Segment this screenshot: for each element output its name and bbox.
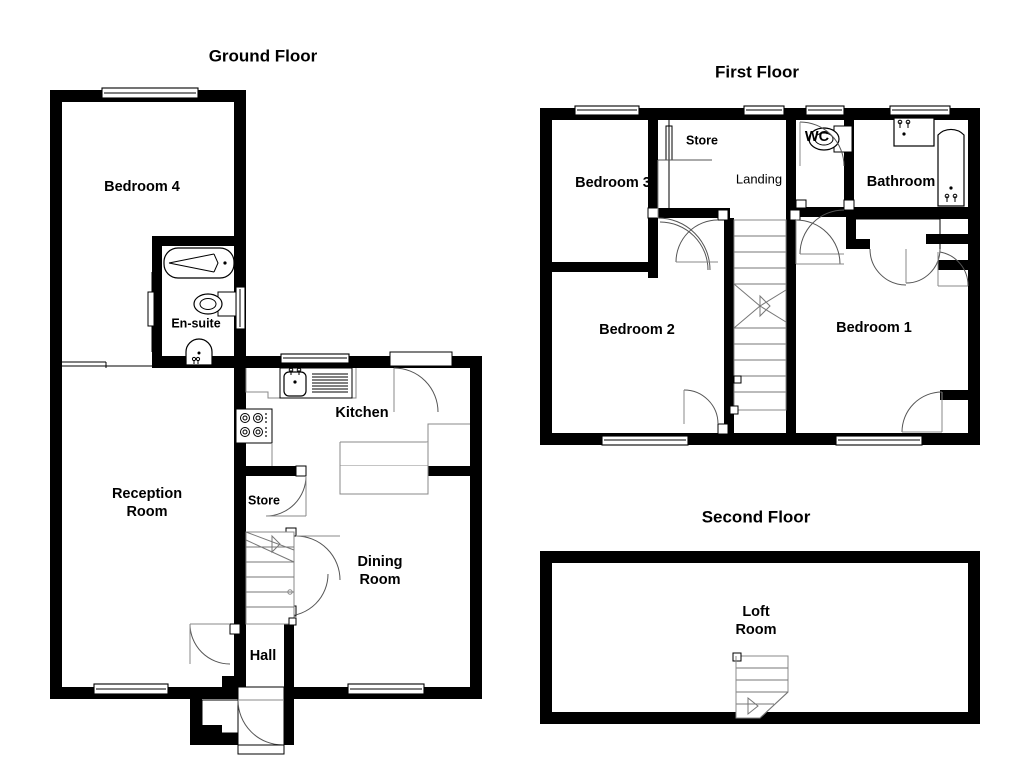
room-label-dining-line1: Dining — [357, 554, 402, 570]
window-reception — [93, 683, 169, 695]
window-bedroom2 — [601, 435, 689, 446]
room-label-bedroom-4: Bedroom 4 — [104, 179, 180, 195]
window-bedroom3 — [574, 105, 640, 116]
window-landing — [743, 105, 785, 116]
store-door-ground — [265, 465, 307, 517]
room-label-store-ground: Store — [248, 493, 280, 507]
room-label-bedroom-3: Bedroom 3 — [575, 175, 651, 191]
kitchen-door — [389, 351, 453, 413]
bath-icon-bathroom — [937, 128, 965, 207]
room-label-hall: Hall — [250, 648, 277, 664]
staircase-first — [729, 219, 787, 415]
room-label-en-suite: En-suite — [171, 316, 220, 330]
hob-icon — [235, 408, 273, 444]
kitchen-fixtures — [235, 351, 470, 495]
ground-floor-walls — [50, 90, 482, 745]
room-label-reception-line2: Room — [126, 504, 167, 520]
room-label-reception-line1: Reception — [112, 486, 182, 502]
room-label-loft-line1: Loft — [742, 604, 770, 620]
room-label-dining-line2: Room — [359, 572, 400, 588]
room-label-wc: WC — [805, 129, 830, 145]
ground-floor-windows — [93, 87, 425, 695]
window-ensuite — [235, 286, 246, 330]
window-bedroom4 — [101, 87, 199, 99]
room-label-loft-line2: Room — [735, 622, 776, 638]
second-floor-title: Second Floor — [702, 507, 811, 526]
first-floor-plan: First Floor — [540, 62, 980, 446]
sink-icon — [279, 367, 353, 399]
room-label-kitchen: Kitchen — [335, 405, 388, 421]
staircase-loft — [732, 652, 789, 719]
bedroom3-door — [647, 159, 712, 271]
window-kitchen — [280, 353, 350, 364]
bedroom1-door — [789, 209, 844, 265]
toilet-icon — [193, 291, 237, 317]
first-floor-title: First Floor — [715, 62, 799, 81]
window-dining — [347, 683, 425, 695]
room-label-bedroom-1: Bedroom 1 — [836, 320, 912, 336]
staircase-ground — [245, 531, 297, 626]
room-label-landing: Landing — [736, 171, 782, 186]
ground-floor-plan: Ground Floor — [50, 46, 482, 755]
second-floor-plan: Second Floor Loft Room — [540, 507, 980, 724]
basin-icon-bathroom — [893, 117, 935, 147]
room-label-store-first: Store — [686, 133, 718, 147]
room-label-bathroom: Bathroom — [867, 174, 935, 190]
ensuite-fixtures — [147, 247, 237, 366]
bathroom-fixtures — [799, 117, 965, 255]
bath-icon — [163, 247, 235, 279]
ground-floor-title: Ground Floor — [209, 46, 318, 65]
room-label-bedroom-2: Bedroom 2 — [599, 322, 675, 338]
bedroom1-wardrobe — [856, 218, 969, 433]
reception-door — [60, 361, 152, 368]
window-bathroom — [889, 105, 951, 116]
first-floor-windows — [574, 105, 951, 446]
wc-fixtures — [795, 121, 853, 209]
toilet-icon-wc — [808, 127, 840, 151]
window-bedroom1 — [835, 435, 923, 446]
window-wc — [805, 105, 845, 116]
bedroom2-doors — [675, 209, 729, 435]
basin-icon — [185, 338, 213, 366]
